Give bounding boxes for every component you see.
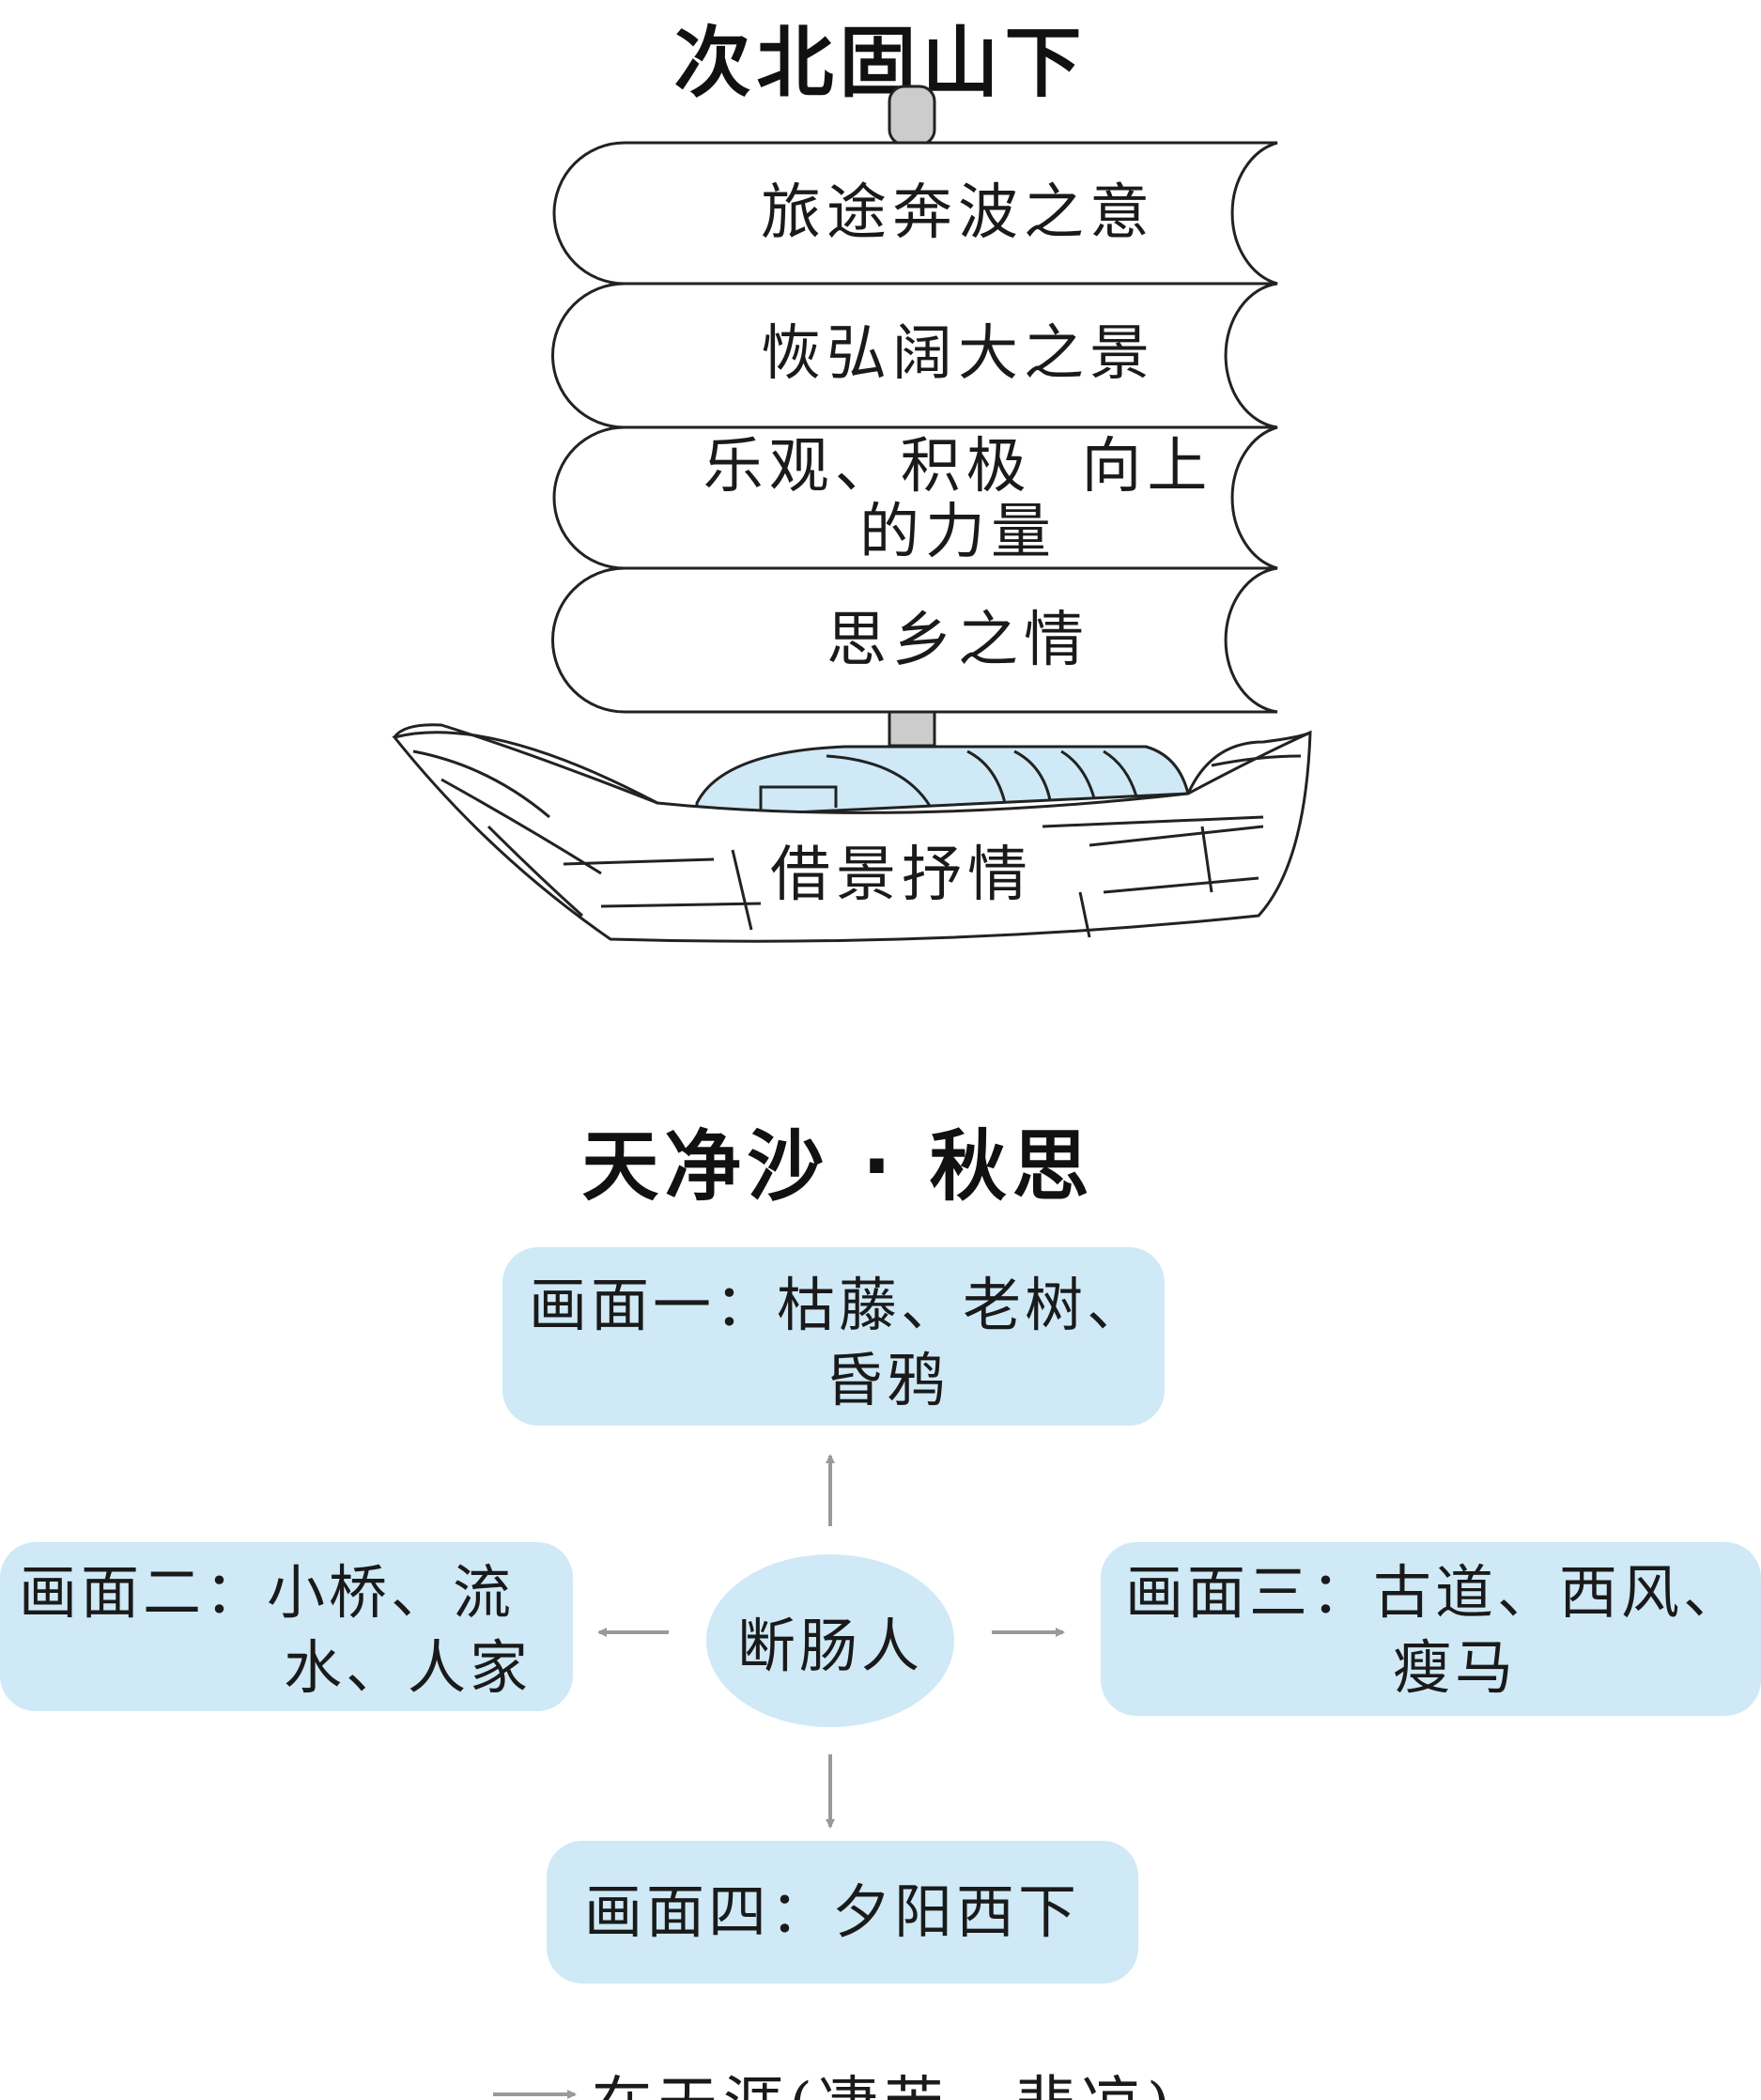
boat-cabin: [695, 745, 1190, 819]
center-node: 断肠人: [706, 1554, 954, 1727]
scene-box-2: 画面二：小桥、流 水、人家: [0, 1542, 573, 1711]
scene-box-1: 画面一：枯藤、老树、 昏鸦: [502, 1247, 1165, 1426]
scene-3-line1: 画面三：古道、西风、: [1125, 1558, 1746, 1627]
sail-1-label: 旅途奔波之意: [761, 178, 1155, 248]
scene-box-3: 画面三：古道、西风、 瘦马: [1101, 1542, 1761, 1716]
scene-box-4: 画面四：夕阳西下: [547, 1841, 1138, 1984]
scene-3-line2: 瘦马: [1393, 1633, 1518, 1702]
poem2-title: 天净沙 · 秋思: [581, 1122, 1095, 1212]
poem1-title: 次北固山下: [673, 19, 1088, 108]
sail-3-label-line1: 乐观、积极 向上: [703, 432, 1213, 502]
hull-label: 借景抒情: [770, 841, 1033, 910]
sail-3-label-line2: 的力量: [859, 498, 1057, 567]
sailboat-illustration: [392, 85, 1312, 943]
scene-4-line1: 画面四：夕阳西下: [584, 1877, 1081, 1946]
conclusion-text: 在天涯(凄苦、悲凉): [592, 2057, 1176, 2100]
sail-4-label: 思乡之情: [826, 606, 1089, 675]
scene-2-line2: 水、人家: [284, 1633, 533, 1702]
scene-1-line2: 昏鸦: [825, 1346, 950, 1414]
sail-2-label: 恢弘阔大之景: [761, 319, 1155, 389]
sail-4: [551, 566, 1278, 714]
boat-hull: [392, 723, 1312, 943]
scene-1-line1: 画面一：枯藤、老树、: [529, 1271, 1150, 1339]
scene-2-line1: 画面二：小桥、流: [19, 1558, 516, 1627]
